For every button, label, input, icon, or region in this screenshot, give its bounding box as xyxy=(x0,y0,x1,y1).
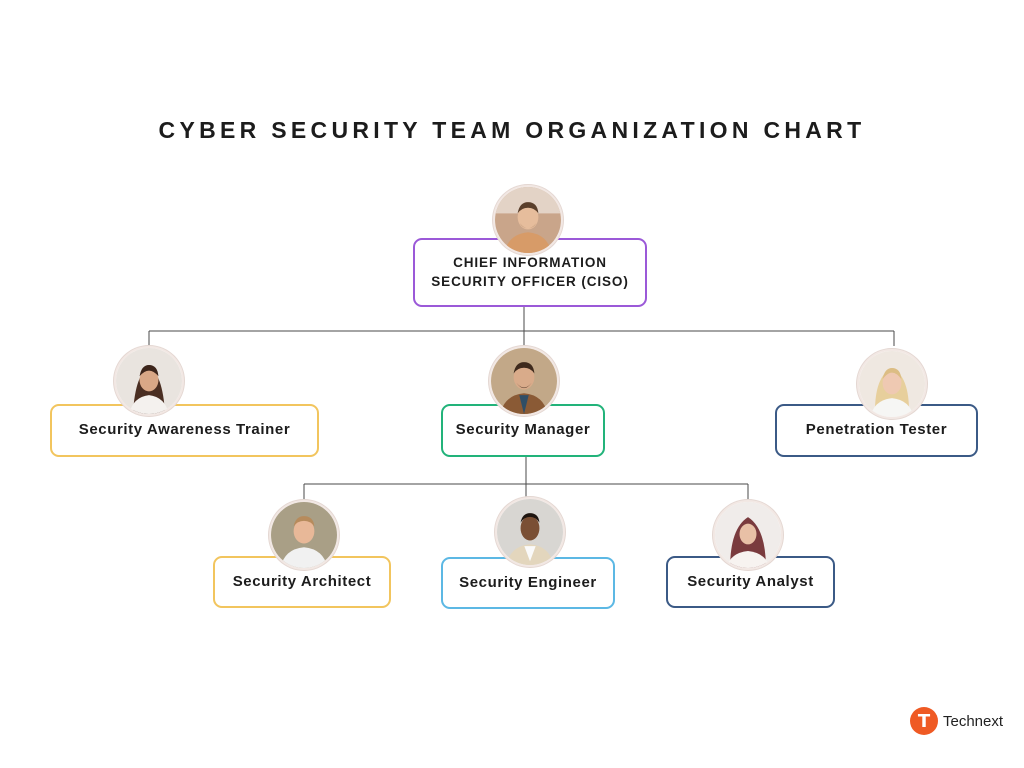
brand-mark-icon: T xyxy=(910,707,938,735)
node-ciso-line1: CHIEF INFORMATION xyxy=(453,255,607,271)
man-in-white-shirt-photo-icon xyxy=(269,500,339,570)
young-man-photo-icon xyxy=(495,497,565,567)
node-ciso[interactable]: CHIEF INFORMATION SECURITY OFFICER (CISO… xyxy=(413,238,647,307)
node-manager-label: Security Manager xyxy=(455,421,591,439)
woman-smiling-photo-icon xyxy=(114,346,184,416)
brand-name: Technext xyxy=(943,712,1004,730)
man-in-jacket-photo-icon xyxy=(489,346,559,416)
node-ciso-line2: SECURITY OFFICER (CISO) xyxy=(431,273,629,289)
woman-in-hijab-photo-icon xyxy=(713,500,783,570)
node-architect-label: Security Architect xyxy=(232,572,372,590)
node-manager[interactable]: Security Manager xyxy=(441,404,605,457)
node-analyst-label: Security Analyst xyxy=(687,572,814,590)
man-smiling-photo-icon xyxy=(493,185,563,255)
node-engineer-label: Security Engineer xyxy=(459,573,597,591)
node-trainer[interactable]: Security Awareness Trainer xyxy=(50,404,319,457)
brand-logo: T Technext xyxy=(910,706,1003,736)
blonde-woman-photo-icon xyxy=(857,349,927,419)
node-pentester-label: Penetration Tester xyxy=(805,421,948,439)
chart-title: CYBER SECURITY TEAM ORGANIZATION CHART xyxy=(158,117,866,143)
node-trainer-label: Security Awareness Trainer xyxy=(78,421,291,439)
